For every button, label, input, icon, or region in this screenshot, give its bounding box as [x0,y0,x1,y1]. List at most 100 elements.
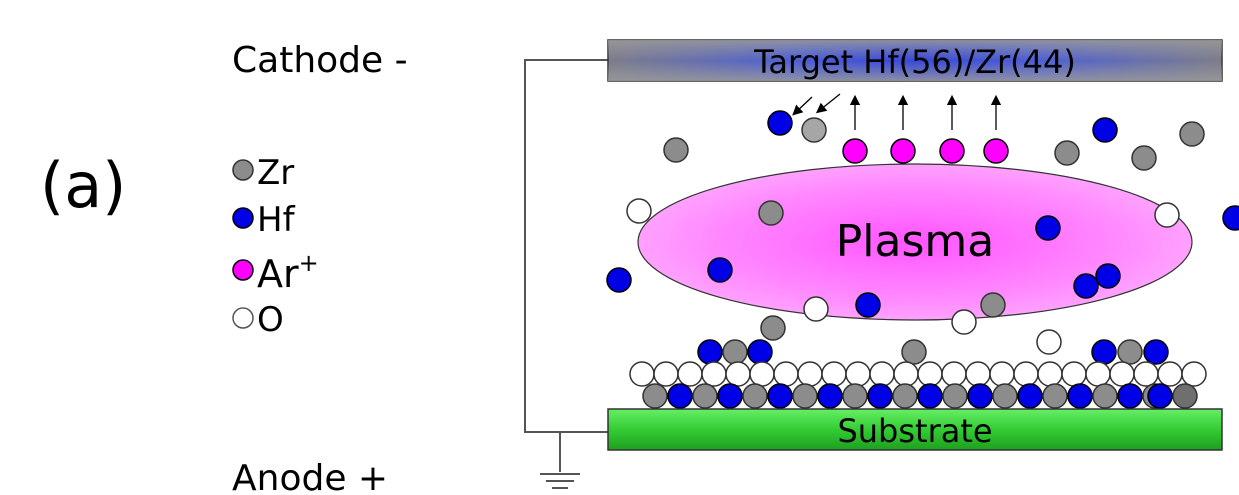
legend: Zr Hf Ar+ O [232,153,319,340]
ar-ion [983,138,1009,164]
substrate-label: Substrate [837,412,992,450]
o-atom [626,198,652,224]
o-atom [869,361,895,387]
panel-label: (a) [40,149,126,222]
metal-layer [642,383,1198,409]
substrate-plate [607,408,1223,451]
legend-label-hf: Hf [257,200,296,240]
o-atom [941,361,967,387]
hf-atom [817,383,843,409]
hf-atom [707,257,733,283]
floating-atoms [606,110,1239,365]
o-atom [803,296,829,322]
legend-item-zr: Zr [232,153,294,193]
zr-atom [1172,383,1198,409]
legend-label-ar-charge: + [299,249,319,277]
zr-atom [758,200,784,226]
zr-atom [760,315,786,341]
hf-atom [1143,339,1169,365]
zr-atom [1092,383,1118,409]
o-atom [893,361,919,387]
zr-atom [1042,383,1068,409]
hf-atom [1147,383,1173,409]
anode-label: Anode + [232,458,388,495]
sputter-arrows [792,93,1002,130]
o-atom [1181,361,1207,387]
hf-atom [1067,383,1093,409]
ground-icon [540,473,580,489]
zr-atom [1054,140,1080,166]
zr-atom [642,383,668,409]
legend-item-o: O [232,300,284,340]
hf-atom [867,383,893,409]
target-plate-shade [608,40,1222,81]
o-atom [749,361,775,387]
o-atom-icon [232,307,254,329]
o-atom [1085,361,1111,387]
circuit-wire [524,59,608,433]
o-atom [725,361,751,387]
legend-label-zr: Zr [257,153,294,193]
hf-atom [747,339,773,365]
o-atom [1037,361,1063,387]
o-atom [773,361,799,387]
zr-atom [801,117,827,143]
o-atom [1157,361,1183,387]
legend-item-ar: Ar+ [232,249,319,296]
deposited-film [629,339,1207,409]
plasma-label: Plasma [836,216,994,267]
zr-atom [663,137,689,163]
hf-atom-icon [232,207,254,229]
hf-atom [1222,205,1239,231]
o-atom [845,361,871,387]
zr-atom [1117,339,1143,365]
zr-atom-icon [232,159,254,181]
legend-label-ar-species: Ar [257,252,299,296]
o-atom [965,361,991,387]
o-atom [629,361,655,387]
hf-atom [1117,383,1143,409]
o-atom [797,361,823,387]
hf-atom [1092,117,1118,143]
zr-atom [742,383,768,409]
ar-ion [939,138,965,164]
ar-ion [842,138,868,164]
hf-atom [1017,383,1043,409]
hf-atom [855,292,881,318]
hf-atom [917,383,943,409]
o-atom [1154,202,1180,228]
legend-label-ar: Ar+ [257,249,319,296]
hf-atom [697,339,723,365]
ar-ion [890,138,916,164]
o-atom [951,309,977,335]
o-atom [1061,361,1087,387]
zr-atom [1131,145,1157,171]
legend-label-o: O [257,300,284,340]
hf-atom [1073,273,1099,299]
substrate: Substrate [607,408,1223,451]
hf-atom [667,383,693,409]
zr-atom [942,383,968,409]
hf-atom [1035,215,1061,241]
zr-atom [842,383,868,409]
zr-atom [722,339,748,365]
zr-atom [980,292,1006,318]
zr-atom [901,339,927,365]
zr-atom [692,383,718,409]
hf-atom [717,383,743,409]
zr-atom [892,383,918,409]
cathode-label: Cathode - [232,40,408,81]
zr-atom [1179,121,1205,147]
o-atom [1109,361,1135,387]
o-atom [653,361,679,387]
o-atom [917,361,943,387]
o-atom [1133,361,1159,387]
o-atom [677,361,703,387]
o-atom [701,361,727,387]
plasma: Plasma [637,163,1193,321]
ar-ion-icon [232,259,254,281]
legend-item-hf: Hf [232,200,296,240]
hf-atom [606,267,632,293]
hf-atom [967,383,993,409]
